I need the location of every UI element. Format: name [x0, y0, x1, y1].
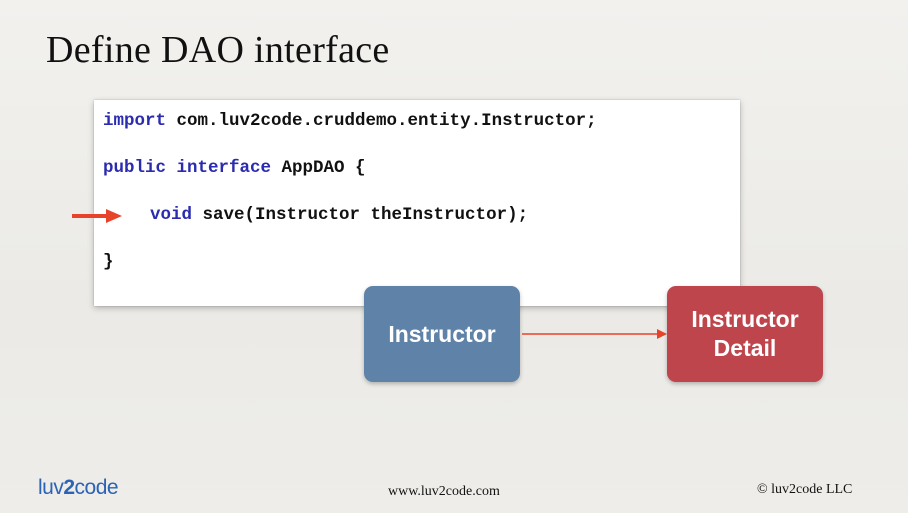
luv2code-logo: luv2code [38, 476, 119, 499]
detail-box-label-line2: Detail [713, 335, 777, 361]
keyword-interface: interface [176, 158, 272, 178]
import-path: com.luv2code.cruddemo.entity.Instructor; [166, 111, 597, 131]
method-signature: save(Instructor theInstructor); [192, 205, 529, 225]
instructor-entity-box: Instructor [364, 286, 520, 382]
code-snippet-card: import com.luv2code.cruddemo.entity.Inst… [94, 100, 740, 306]
relationship-arrow-icon [522, 329, 667, 339]
code-line-close-brace: } [103, 252, 114, 272]
instructor-detail-entity-box: Instructor Detail [667, 286, 823, 382]
footer-copyright: © luv2code LLC [757, 482, 853, 497]
code-line-save-method: void save(Instructor theInstructor); [150, 205, 528, 225]
detail-box-label-line1: Instructor [691, 306, 799, 332]
keyword-public: public [103, 158, 167, 178]
footer-url: www.luv2code.com [388, 484, 500, 499]
red-pointer-arrow-icon [72, 209, 122, 223]
instructor-box-label: Instructor [388, 320, 496, 347]
keyword-import: import [103, 111, 167, 131]
keyword-void: void [150, 205, 193, 225]
code-line-interface: public interface AppDAO { [103, 158, 366, 178]
slide-title: Define DAO interface [46, 29, 390, 71]
interface-name: AppDAO { [271, 158, 366, 178]
code-line-import: import com.luv2code.cruddemo.entity.Inst… [103, 111, 597, 131]
